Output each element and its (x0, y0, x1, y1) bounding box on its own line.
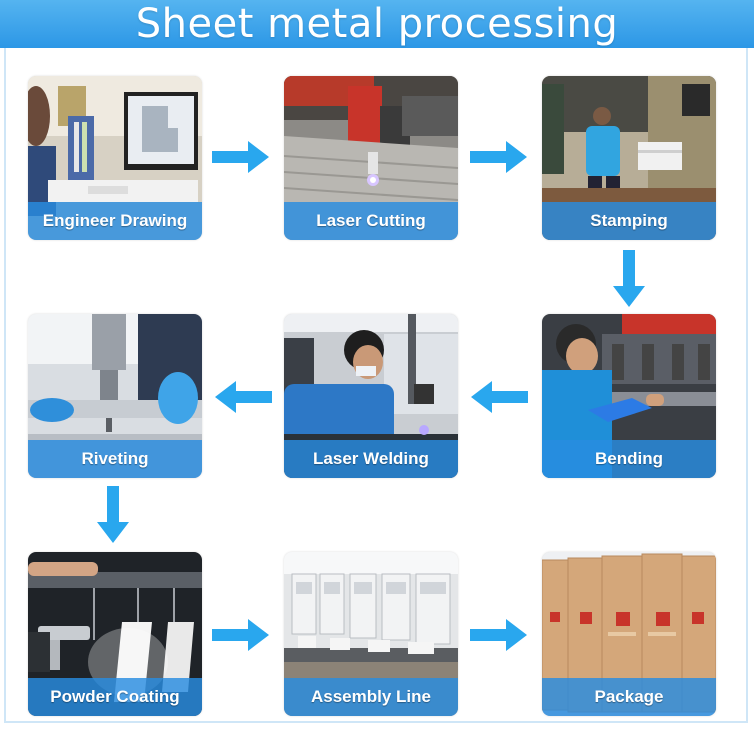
step-caption: Riveting (28, 440, 202, 478)
step-laser-cutting: Laser Cutting (284, 76, 458, 240)
step-caption: Engineer Drawing (28, 202, 202, 240)
step-label: Assembly Line (311, 687, 431, 706)
step-label: Laser Welding (313, 449, 429, 468)
flow-arrow-icon (471, 381, 528, 413)
step-label: Engineer Drawing (42, 211, 188, 230)
flow-arrow-icon (470, 141, 527, 173)
frame-left-border (4, 48, 6, 723)
step-label: Package (594, 687, 664, 706)
step-powder-coating: Powder Coating (28, 552, 202, 716)
flow-arrow-icon (212, 619, 269, 651)
step-caption: Assembly Line (284, 678, 458, 716)
step-laser-welding: Laser Welding (284, 314, 458, 478)
flow-arrow-icon (97, 486, 129, 543)
step-label: Powder Coating (50, 687, 180, 706)
step-caption: Powder Coating (28, 678, 202, 716)
flow-arrow-icon (215, 381, 272, 413)
flow-arrow-icon (212, 141, 269, 173)
title-banner: Sheet metal processing (0, 0, 754, 48)
step-package: Package (542, 552, 716, 716)
step-engineer-drawing: Engineer Drawing (28, 76, 202, 240)
engineer-drawing-photo (28, 76, 202, 240)
step-label: Bending (595, 449, 663, 468)
flow-arrow-icon (613, 250, 645, 307)
frame-bottom-border (4, 721, 748, 723)
step-caption: Stamping (542, 202, 716, 240)
step-label: Riveting (81, 449, 149, 468)
frame-right-border (746, 48, 748, 723)
step-label: Laser Cutting (316, 211, 426, 230)
step-stamping: Stamping (542, 76, 716, 240)
step-riveting: Riveting (28, 314, 202, 478)
step-bending: Bending (542, 314, 716, 478)
step-caption: Bending (542, 440, 716, 478)
step-caption: Laser Welding (284, 440, 458, 478)
step-label: Stamping (590, 211, 668, 230)
page-title: Sheet metal processing (135, 1, 619, 47)
step-assembly-line: Assembly Line (284, 552, 458, 716)
step-caption: Laser Cutting (284, 202, 458, 240)
step-caption: Package (542, 678, 716, 716)
flow-arrow-icon (470, 619, 527, 651)
